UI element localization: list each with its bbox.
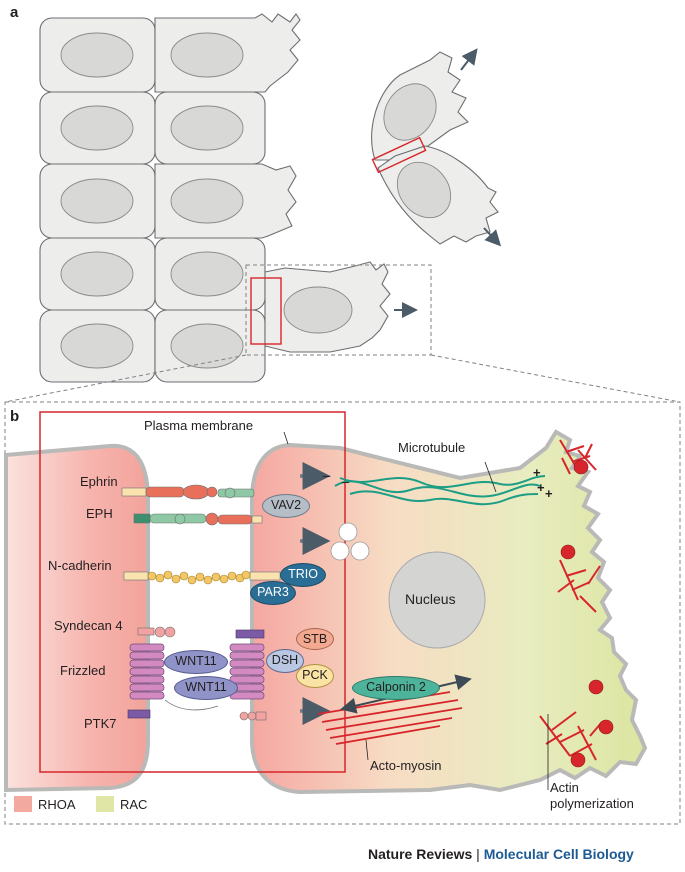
acto-myosin-label: Acto-myosin xyxy=(370,758,442,773)
panel-a-arrow-down xyxy=(483,227,502,247)
panel-a-pair-nuclei xyxy=(383,83,452,219)
plasma-membrane-label: Plasma membrane xyxy=(144,418,254,433)
actin-polymerization-label-1: Actin xyxy=(550,780,579,795)
plasma-membrane-pointer xyxy=(283,431,289,445)
ptk7-left xyxy=(127,709,151,719)
panel-a-zoom-box xyxy=(245,264,432,356)
frizzled-label: Frizzled xyxy=(60,663,106,678)
wnt11-protein-1: WNT11 xyxy=(164,650,228,674)
mt-plus-sign-3: + xyxy=(545,486,553,501)
ephrin-label: Ephrin xyxy=(80,474,118,489)
legend-label-rac: RAC xyxy=(120,797,148,812)
actin-filaments xyxy=(539,439,603,761)
panel-a-arrow-up xyxy=(460,48,478,71)
trio-protein: TRIO xyxy=(280,563,326,587)
mt-minus-sign-1: – xyxy=(323,468,331,483)
panel-a-nuclei xyxy=(60,32,353,369)
publisher-name: Nature Reviews xyxy=(368,846,473,862)
par3-protein: PAR3 xyxy=(250,581,296,605)
dsh-protein: DSH xyxy=(266,649,304,673)
n-cadherin-beads xyxy=(147,570,251,585)
pck-protein: PCK xyxy=(296,664,334,688)
n-cadherin-label: N-cadherin xyxy=(48,558,112,573)
stb-protein: STB xyxy=(296,628,334,650)
frizzled-left xyxy=(129,643,165,700)
credit-separator: | xyxy=(476,846,480,862)
syndecan-right xyxy=(239,711,267,721)
wnt11-protein-2: WNT11 xyxy=(174,676,238,700)
microtubule-pointer xyxy=(484,461,497,493)
zoom-line-left xyxy=(4,354,247,403)
actin-polymerization-label-2: polymerization xyxy=(550,796,634,811)
zoom-line-right xyxy=(430,354,681,403)
mt-plus-sign-2: + xyxy=(537,480,545,495)
legend-swatch-rac xyxy=(96,796,114,812)
legend-label-rhoa: RHOA xyxy=(38,797,76,812)
eph-label: EPH xyxy=(86,506,113,521)
left-cell-body xyxy=(4,443,150,793)
ptk7-top-right xyxy=(235,629,265,639)
microtubules xyxy=(334,475,546,506)
eph-receptor xyxy=(133,512,263,526)
syndecan4 xyxy=(137,626,176,638)
mt-plus-sign-1: + xyxy=(533,465,541,480)
frizzled-right xyxy=(229,643,265,700)
calponin2-protein: Calponin 2 xyxy=(352,676,440,700)
panel-a-label: a xyxy=(10,4,19,21)
nucleus-label: Nucleus xyxy=(405,591,456,607)
syndecan4-label: Syndecan 4 xyxy=(54,618,123,633)
ephrin-receptor xyxy=(121,484,255,500)
nucleus xyxy=(388,551,486,649)
junction-box xyxy=(39,411,346,773)
journal-credit: Nature Reviews | Molecular Cell Biology xyxy=(368,846,634,862)
panel-a-contact-box-pair xyxy=(371,136,427,174)
journal-name: Molecular Cell Biology xyxy=(483,846,634,862)
actin-nucleators xyxy=(560,459,614,768)
ptk7-label: PTK7 xyxy=(84,716,117,731)
mt-minus-sign-2: – xyxy=(342,474,350,489)
vesicles xyxy=(330,522,370,561)
panel-a-contact-box-sheet xyxy=(250,277,282,345)
panel-b-label: b xyxy=(10,408,20,425)
microtubule-label: Microtubule xyxy=(398,440,466,455)
frizzled-loop xyxy=(164,699,219,711)
acto-myosin-pointer xyxy=(365,739,369,761)
legend-swatch-rhoa xyxy=(14,796,32,812)
vav2-protein: VAV2 xyxy=(262,494,310,518)
